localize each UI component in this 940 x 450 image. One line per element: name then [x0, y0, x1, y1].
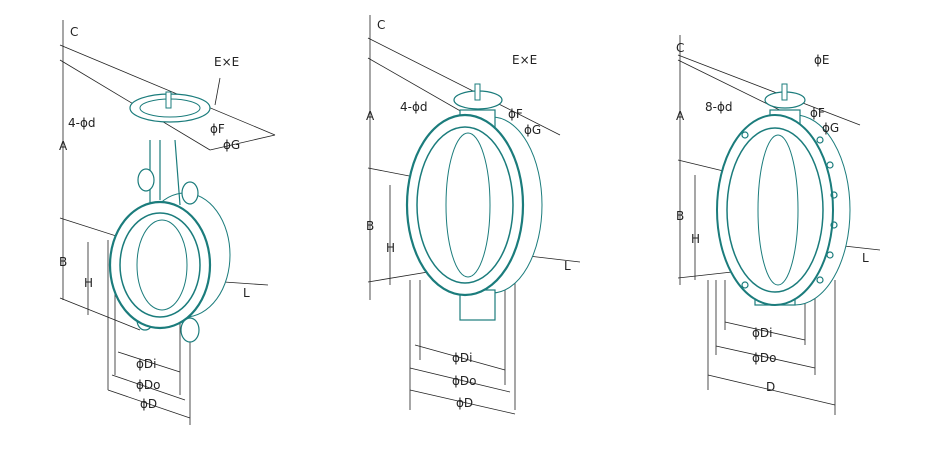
- dim-e-label: ϕE: [814, 53, 830, 67]
- dim-a-label: A: [366, 109, 375, 123]
- dim-g-label: ϕG: [223, 138, 240, 152]
- dim-d-label: ϕD: [456, 396, 473, 410]
- dim-e-label: E×E: [512, 53, 537, 67]
- dim-di-label: ϕDi: [752, 326, 773, 340]
- dim-bolt-holes-label: 4-ϕd: [68, 116, 96, 130]
- dim-f-label: ϕF: [508, 107, 523, 121]
- dim-do-label: ϕDo: [136, 378, 161, 392]
- dim-a-label: A: [676, 109, 685, 123]
- valve-wafer-type: C A B H E×E 4-ϕd ϕF ϕG L ϕDi ϕDo ϕD: [59, 20, 276, 425]
- dim-l-label: L: [243, 286, 250, 300]
- dim-d-label: ϕD: [140, 397, 157, 411]
- dim-h-label: H: [84, 276, 93, 290]
- dim-bolt-holes-label: 8-ϕd: [705, 100, 733, 114]
- dim-c-label: C: [377, 18, 385, 32]
- dim-b-label: B: [366, 219, 374, 233]
- dim-c-label: C: [676, 41, 684, 55]
- dim-di-label: ϕDi: [136, 357, 157, 371]
- valve-wafer-type-2: C A B H E×E 4-ϕd ϕF ϕG L ϕDi ϕDo ϕD: [366, 15, 581, 415]
- dim-b-label: B: [59, 255, 67, 269]
- dim-h-label: H: [386, 241, 395, 255]
- dim-h-label: H: [691, 232, 700, 246]
- dim-a-label: A: [59, 139, 68, 153]
- dim-bolt-holes-label: 4-ϕd: [400, 100, 428, 114]
- dim-do-label: ϕDo: [752, 351, 777, 365]
- dim-g-label: ϕG: [822, 121, 839, 135]
- dim-f-label: ϕF: [810, 106, 825, 120]
- valve-lug-type: C A B H ϕE 8-ϕd ϕF ϕG L ϕDi ϕDo D: [676, 35, 881, 415]
- dim-f-label: ϕF: [210, 122, 225, 136]
- dim-c-label: C: [70, 25, 78, 39]
- dim-e-label: E×E: [214, 55, 239, 69]
- dim-b-label: B: [676, 209, 684, 223]
- dim-g-label: ϕG: [524, 123, 541, 137]
- dim-l-label: L: [862, 251, 869, 265]
- dim-l-label: L: [564, 259, 571, 273]
- dim-d-label: D: [766, 380, 775, 394]
- dim-do-label: ϕDo: [452, 374, 477, 388]
- dim-di-label: ϕDi: [452, 351, 473, 365]
